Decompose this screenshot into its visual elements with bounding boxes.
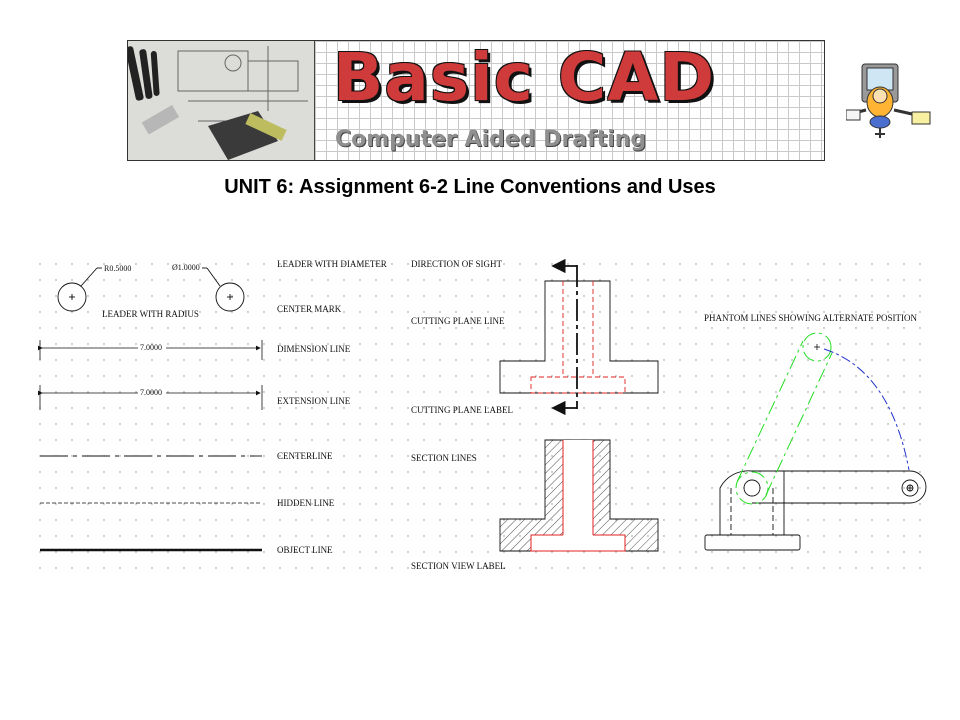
phantom-arm (735, 332, 833, 505)
cutting-plane-label-text: CUTTING PLANE LABEL (411, 405, 513, 415)
diameter-dimension: Ø1.0000 (172, 263, 200, 272)
top-view-part (499, 280, 659, 394)
dimension-line (38, 340, 263, 360)
cutting-plane-line-label: CUTTING PLANE LINE (411, 316, 505, 326)
object-line-label: OBJECT LINE (277, 545, 333, 555)
extension-value: 7.0000 (140, 388, 162, 397)
phantom-pivot (814, 344, 820, 350)
rotation-arc (823, 348, 910, 471)
phantom-lines-label: PHANTOM LINES SHOWING ALTERNATE POSITION (704, 313, 918, 323)
centerline-label: CENTERLINE (277, 451, 333, 461)
radius-circle (57, 267, 102, 312)
section-view-part (499, 439, 659, 552)
drafting-tools-photo (128, 41, 315, 160)
assignment-title: UNIT 6: Assignment 6-2 Line Conventions … (224, 176, 716, 198)
dimension-value: 7.0000 (140, 343, 162, 352)
banner-title: Basic CAD (333, 40, 716, 116)
dimension-line-label: DIMENSION LINE (277, 344, 351, 354)
line-conventions-diagram: R0.5000 Ø1.0000 LEADER WITH RADIUS 7.000… (38, 258, 930, 571)
section-view-label: SECTION VIEW LABEL (411, 561, 506, 571)
computer-mascot-icon (845, 62, 932, 147)
mechanism-arm (743, 470, 927, 504)
banner-subtitle: Computer Aided Drafting (335, 127, 647, 152)
banner-grid (315, 41, 824, 160)
leader-with-diameter-label: LEADER WITH DIAMETER (277, 259, 387, 269)
cutting-plane-line (551, 258, 578, 416)
basic-cad-banner: Basic CAD Computer Aided Drafting (127, 40, 825, 161)
hidden-line-label: HIDDEN LINE (277, 498, 335, 508)
direction-of-sight-label: DIRECTION OF SIGHT (411, 259, 503, 269)
center-mark-label: CENTER MARK (277, 304, 342, 314)
extension-line (38, 385, 263, 410)
dot-grid-background (38, 258, 930, 570)
extension-line-label: EXTENSION LINE (277, 396, 351, 406)
section-lines-label: SECTION LINES (411, 453, 477, 463)
diameter-circle (202, 267, 245, 312)
radius-dimension: R0.5000 (104, 264, 131, 273)
mechanism-base (704, 470, 801, 551)
top-view-hidden-lines (530, 281, 626, 394)
leader-with-radius-label: LEADER WITH RADIUS (102, 309, 199, 319)
